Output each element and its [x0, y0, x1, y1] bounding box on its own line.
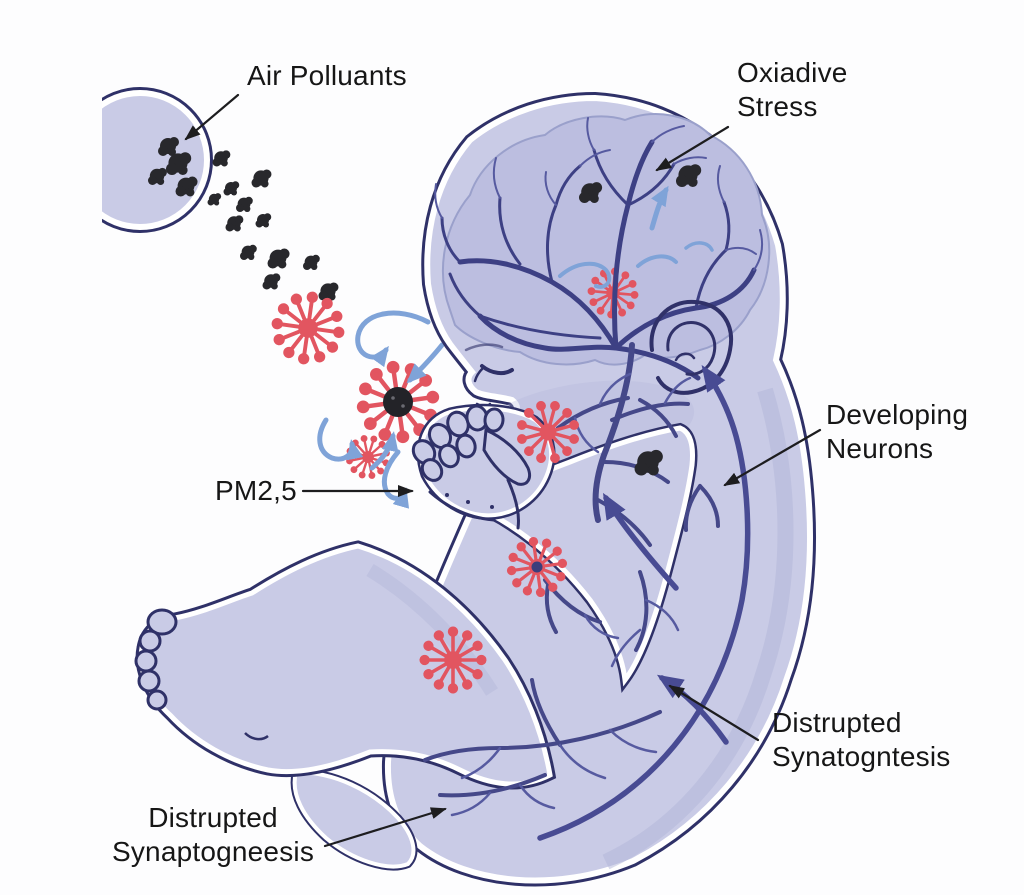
- spine-signal-arrows: [537, 365, 751, 841]
- body-pm25-bursts: [407, 393, 587, 706]
- toe: [134, 649, 158, 673]
- label-disrupted-synaptogenesis-left: Distrupted Synaptogneesis: [111, 802, 315, 867]
- developing-neurons-arrow: [723, 428, 822, 487]
- chest-signal-arrow: [602, 492, 679, 591]
- back-short-signal-arrow: [656, 674, 729, 745]
- toe: [137, 669, 161, 693]
- label-oxidative-stress: Oxiadive Stress: [737, 57, 848, 122]
- label-air-pollutants: Air Polluants: [247, 60, 407, 91]
- folded-leg: [134, 540, 557, 790]
- closed-eye: [480, 364, 514, 376]
- inhalation-swirl-arrows: [317, 310, 445, 509]
- toe: [138, 629, 162, 653]
- tucked-foot: [290, 767, 418, 871]
- disrupted-left-arrow: [323, 807, 447, 848]
- toe: [146, 689, 168, 711]
- brain-blue-squiggles: [558, 185, 714, 289]
- eyebrow: [464, 343, 504, 352]
- label-disrupted-synaptogenesis-right: Distrupted Synatogntesis: [772, 707, 951, 772]
- disrupted-right-arrow: [668, 684, 760, 742]
- oxidative-stress-arrow: [655, 125, 730, 172]
- back-long-signal-arrow: [537, 365, 751, 841]
- brain-neuron-tree: [434, 117, 763, 381]
- ankle-crease: [244, 732, 269, 741]
- pm25-virus-bursts: [266, 286, 449, 484]
- label-arrows: [184, 93, 822, 848]
- big-toe: [146, 608, 178, 636]
- label-developing-neurons: Developing Neurons: [826, 399, 969, 464]
- air-pollutant-source-circle: [0, 75, 213, 250]
- label-pm25: PM2,5: [215, 475, 297, 506]
- air-pollutants-arrow: [184, 93, 240, 141]
- body-neuron-branches: [423, 342, 720, 817]
